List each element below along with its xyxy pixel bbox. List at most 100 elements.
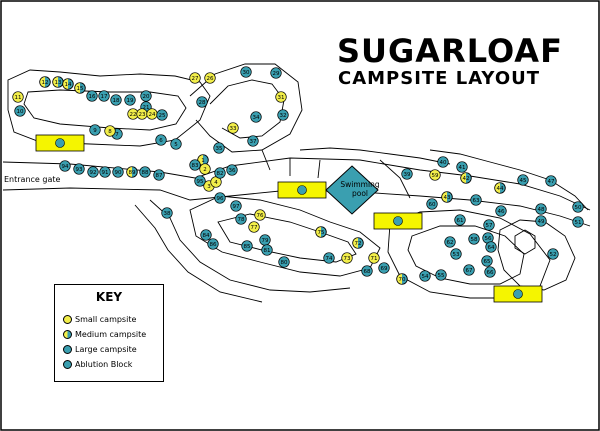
campsite-89: 89 [126, 166, 138, 178]
campsite-number: 32 [280, 113, 287, 119]
campsite-number: 82 [217, 171, 224, 177]
campsite-83: 83 [189, 159, 201, 171]
campsite-number: 76 [257, 213, 264, 219]
campsite-number: 1 [201, 158, 205, 164]
ablution-block [493, 285, 543, 303]
campsite-number: 67 [466, 268, 473, 274]
campsite-number: 48 [538, 207, 545, 213]
campsite-number: 78 [238, 217, 245, 223]
campsite-number: 50 [575, 205, 582, 211]
campsite-number: 57 [486, 223, 493, 229]
campsite-number: 81 [264, 248, 271, 254]
campsite-69: 69 [378, 262, 390, 274]
campsite-42: 42 [460, 172, 472, 184]
campsite-50: 50 [572, 201, 584, 213]
campsite-number: 85 [244, 244, 251, 250]
campsite-number: 60 [429, 202, 436, 208]
large-campsite-icon [63, 345, 72, 354]
campsite-number: 8 [108, 129, 112, 135]
campsite-number: 29 [273, 71, 280, 77]
campsite-number: 64 [488, 245, 495, 251]
campsite-number: 87 [156, 173, 163, 179]
campsite-49: 49 [535, 215, 547, 227]
campsite-number: 69 [381, 266, 388, 272]
campsite-number: 71 [371, 256, 378, 262]
campsite-number: 52 [550, 252, 557, 258]
campsite-number: 31 [278, 95, 285, 101]
campsite-31: 31 [275, 91, 287, 103]
campsite-number: 3 [207, 184, 211, 190]
campsite-number: 19 [127, 98, 134, 104]
campsite-number: 59 [432, 173, 439, 179]
campsite-number: 47 [548, 179, 555, 185]
campsite-number: 83 [192, 163, 199, 169]
campsite-number: 35 [216, 146, 223, 152]
campsite-84: 84 [200, 229, 212, 241]
campsite-92: 92 [87, 166, 99, 178]
campsite-number: 55 [438, 273, 445, 279]
campsite-76: 76 [254, 209, 266, 221]
ablution-block [277, 181, 327, 199]
campsite-number: 61 [457, 218, 464, 224]
campsite-85: 85 [241, 240, 253, 252]
legend-label: Large campsite [75, 345, 137, 354]
campsite-63: 63 [470, 194, 482, 206]
campsite-93: 93 [73, 163, 85, 175]
campsite-52: 52 [547, 248, 559, 260]
campsite-20: 20 [140, 90, 152, 102]
campsite-number: 12 [42, 80, 49, 86]
campsite-number: 20 [143, 94, 150, 100]
campsite-number: 96 [217, 196, 224, 202]
map-legend: KEY Small campsite Medium campsite Large… [54, 284, 164, 382]
campsite-number: 30 [243, 70, 250, 76]
campsite-26: 26 [204, 72, 216, 84]
legend-item-medium: Medium campsite [63, 330, 146, 339]
campsite-25: 25 [156, 109, 168, 121]
campsite-86: 86 [207, 238, 219, 250]
map-subtitle: CAMPSITE LAYOUT [338, 68, 541, 89]
campsite-91: 91 [99, 166, 111, 178]
legend-label: Ablution Block [75, 360, 133, 369]
campsite-9: 9 [89, 124, 101, 136]
campsite-27: 27 [189, 72, 201, 84]
campsite-36: 36 [226, 164, 238, 176]
campsite-79: 79 [259, 234, 271, 246]
campsite-number: 21 [143, 105, 150, 111]
campsite-64: 64 [485, 241, 497, 253]
campsite-51: 51 [572, 216, 584, 228]
campsite-number: 16 [89, 94, 96, 100]
campsite-66: 66 [484, 266, 496, 278]
campsite-80: 80 [278, 256, 290, 268]
campsite-number: 45 [520, 178, 527, 184]
campsite-number: 90 [115, 170, 122, 176]
campsite-number: 33 [230, 126, 237, 132]
campsite-number: 18 [113, 98, 120, 104]
campsite-number: 11 [15, 95, 22, 101]
legend-item-large: Large campsite [63, 345, 137, 354]
campsite-23: 23 [136, 108, 148, 120]
entrance-gate-label: Entrance gate [4, 175, 61, 184]
legend-heading: KEY [95, 290, 123, 304]
campsite-number: 91 [102, 170, 109, 176]
campsite-40: 40 [437, 156, 449, 168]
campsite-number: 6 [159, 138, 163, 144]
campsite-60: 60 [426, 198, 438, 210]
ablution-block-icon [63, 360, 72, 369]
campsite-number: 68 [364, 269, 371, 275]
legend-label: Medium campsite [75, 330, 147, 339]
campsite-number: 4 [214, 180, 218, 186]
campsite-number: 25 [159, 113, 166, 119]
campsite-number: 72 [355, 241, 362, 247]
campsite-70: 70 [396, 273, 408, 285]
campsite-number: 84 [203, 233, 210, 239]
campsite-43: 43 [441, 191, 453, 203]
campsite-number: 86 [210, 242, 217, 248]
campsite-number: 43 [444, 195, 451, 201]
campsite-53: 53 [450, 248, 462, 260]
campsite-number: 24 [149, 112, 156, 118]
campsite-number: 95 [197, 179, 204, 185]
ablution-blocks [35, 134, 543, 303]
ablution-block [373, 212, 423, 230]
legend-item-small: Small campsite [63, 315, 136, 324]
